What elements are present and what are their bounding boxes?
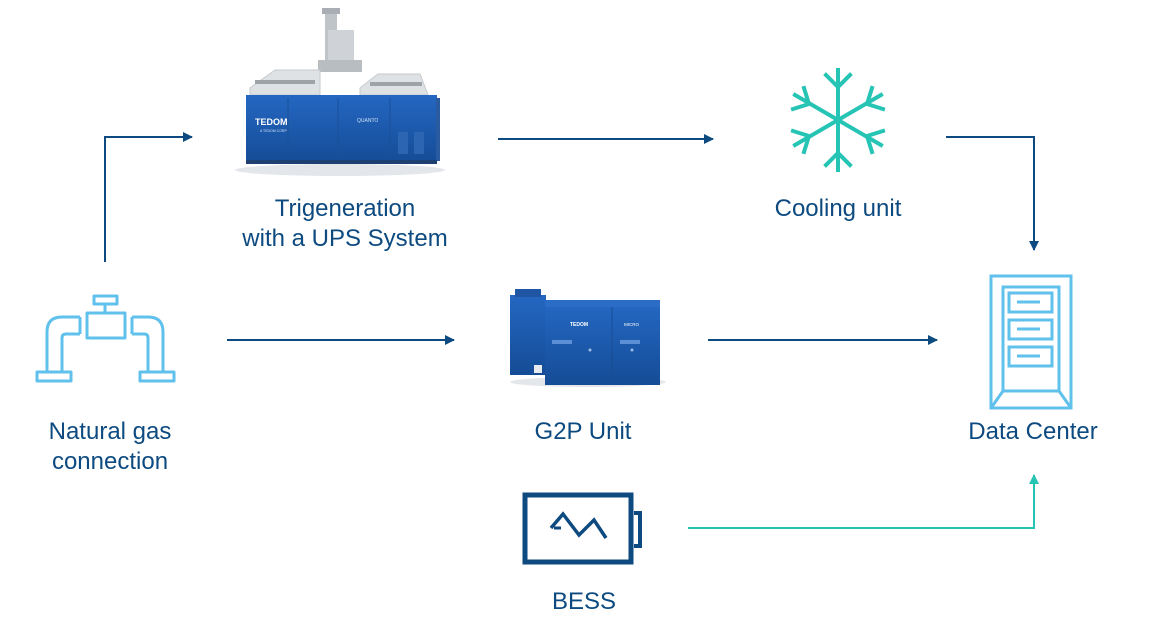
arrow-cooling-to-datacenter <box>946 136 1039 251</box>
cooling-unit-label: Cooling unit <box>774 195 902 222</box>
trigeneration-model: QUANTO <box>357 118 378 124</box>
server-rack-icon <box>989 274 1073 410</box>
natural-gas-label: Natural gas connection <box>10 417 210 477</box>
trigeneration-label-line1: Trigeneration <box>274 195 416 222</box>
natural-gas-label-line1: Natural gas <box>48 418 172 445</box>
g2p-model: MICRO <box>624 322 639 327</box>
cogeneration-unit-image: TEDOM A TEDOM CORP QUANTO <box>235 8 445 176</box>
snowflake-icon <box>790 68 886 172</box>
trigeneration-label-line2: with a UPS System <box>242 225 448 252</box>
natural-gas-label-line2: connection <box>51 448 169 475</box>
g2p-unit-image: TEDOM MICRO <box>510 289 666 387</box>
g2p-unit-label: G2P Unit <box>534 418 632 445</box>
battery-bolt-icon <box>522 492 642 565</box>
trigeneration-brand: TEDOM <box>255 117 288 127</box>
trigeneration-brand-sub: A TEDOM CORP <box>260 129 287 133</box>
arrow-bess-to-datacenter <box>688 474 1039 529</box>
arrow-gas-to-trigeneration <box>104 132 193 262</box>
g2p-brand: TEDOM <box>570 322 588 328</box>
gas-pipe-icon <box>35 294 176 383</box>
bess-label: BESS <box>551 588 617 615</box>
data-center-label: Data Center <box>968 418 1098 445</box>
flow-arrows <box>104 132 1039 529</box>
trigeneration-label: Trigeneration with a UPS System <box>220 194 470 254</box>
